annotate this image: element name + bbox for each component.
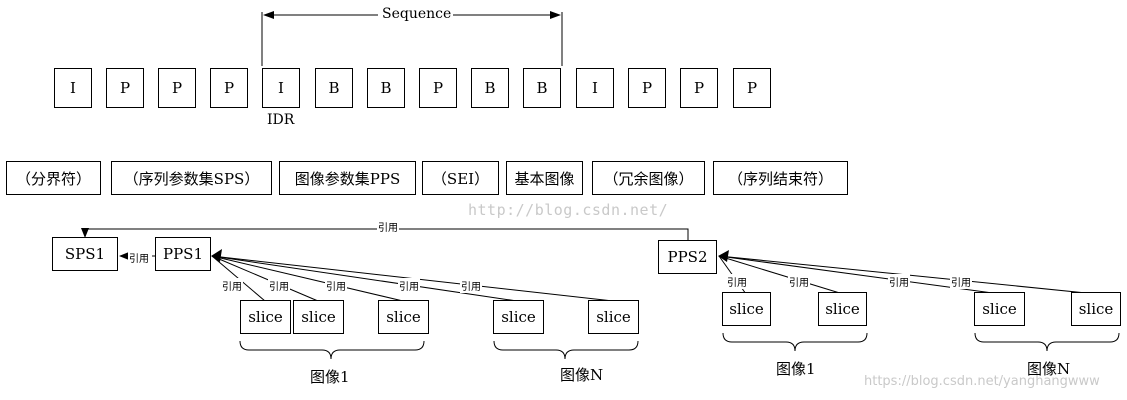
slice-6: slice: [818, 292, 867, 326]
watermark-center: http://blog.csdn.net/: [468, 201, 669, 219]
ref-label-pps2-sps1: 引用: [377, 219, 399, 234]
pps1-box: PPS1: [155, 237, 211, 271]
slice-2: slice: [378, 300, 429, 334]
idr-label: IDR: [267, 112, 295, 128]
frame-5: B: [315, 68, 353, 108]
slice-4: slice: [588, 300, 639, 334]
frame-3: P: [210, 68, 248, 108]
slice-8: slice: [1071, 292, 1121, 326]
slice-0: slice: [240, 300, 291, 334]
slice-3: slice: [493, 300, 544, 334]
picture-braces: [239, 332, 1120, 360]
picture-n-label-2: 图像N: [1027, 360, 1071, 378]
ref-label-g2-3: 引用: [950, 274, 972, 289]
ref-label-pps1-sps1: 引用: [128, 250, 150, 265]
ref-label-g2-0: 引用: [726, 274, 748, 289]
picture-1-label-2: 图像1: [776, 360, 816, 378]
sps1-box: SPS1: [52, 237, 118, 271]
slice-5: slice: [722, 292, 771, 326]
frame-6: B: [367, 68, 405, 108]
frame-0: I: [54, 68, 92, 108]
nal-unit-1: （序列参数集SPS）: [111, 161, 272, 195]
ref-label-g1-2: 引用: [325, 278, 347, 293]
frame-1: P: [106, 68, 144, 108]
slice-7: slice: [974, 292, 1025, 326]
sequence-bracket: [261, 11, 563, 66]
nal-unit-4: 基本图像: [506, 161, 583, 195]
picture-n-label: 图像N: [560, 366, 604, 384]
frame-8: B: [471, 68, 509, 108]
frame-11: P: [628, 68, 666, 108]
ref-label-g1-1: 引用: [268, 278, 290, 293]
pps2-box: PPS2: [658, 240, 717, 274]
frame-10: I: [576, 68, 614, 108]
frame-9: B: [523, 68, 561, 108]
frame-13: P: [733, 68, 771, 108]
ref-label-g1-3: 引用: [398, 278, 420, 293]
frame-7: P: [419, 68, 457, 108]
ref-label-g2-2: 引用: [888, 274, 910, 289]
slice-1: slice: [293, 300, 344, 334]
ref-label-g2-1: 引用: [788, 274, 810, 289]
ref-label-g1-4: 引用: [460, 278, 482, 293]
ref-label-g1-0: 引用: [221, 278, 243, 293]
nal-unit-3: （SEI）: [422, 161, 499, 195]
frame-4: I: [262, 68, 300, 108]
frame-2: P: [158, 68, 196, 108]
frame-12: P: [680, 68, 718, 108]
picture-1-label: 图像1: [310, 368, 350, 386]
nal-unit-0: （分界符）: [6, 161, 101, 195]
nal-unit-6: （序列结束符）: [713, 161, 848, 195]
nal-unit-5: （冗余图像）: [592, 161, 705, 195]
sequence-label: Sequence: [380, 6, 454, 22]
watermark-corner: https://blog.csdn.net/yanghangwww: [864, 374, 1100, 389]
nal-unit-2: 图像参数集PPS: [279, 161, 416, 195]
